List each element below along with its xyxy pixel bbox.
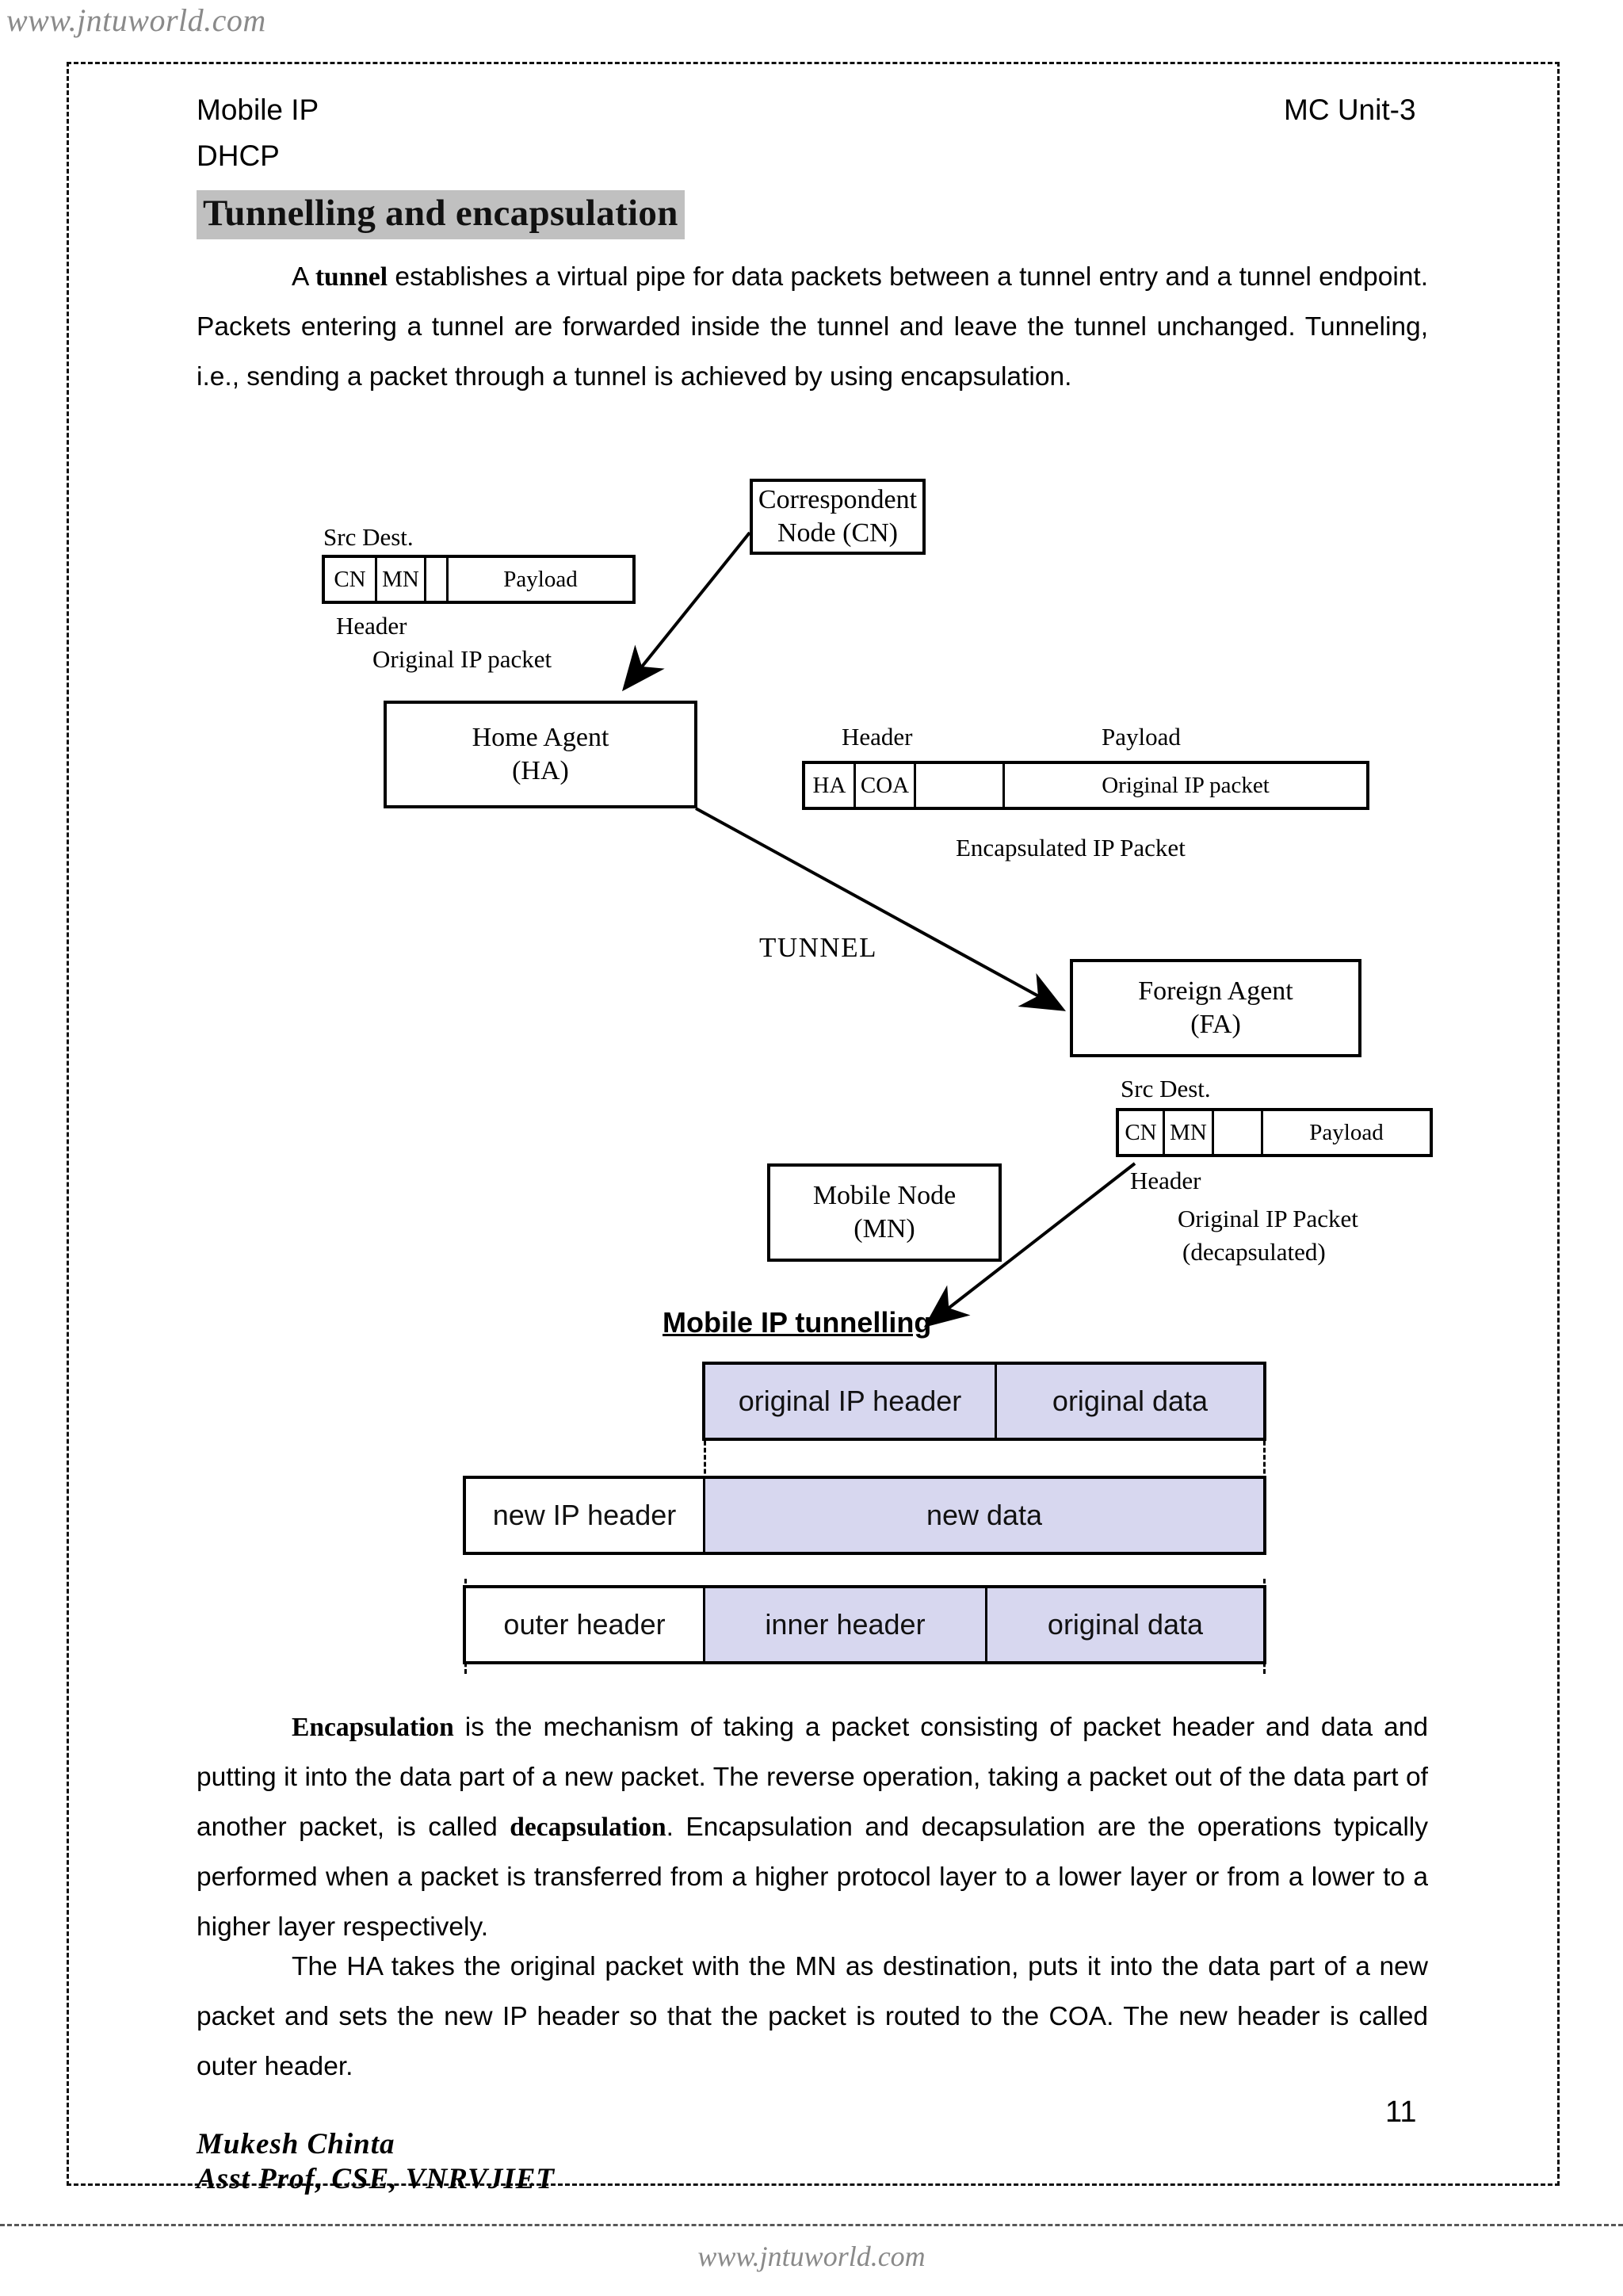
packet-cell-ha: HA	[805, 764, 856, 807]
encapsulated-header-label: Header	[842, 723, 913, 751]
packet-cell-payload: Payload	[503, 566, 578, 592]
encapsulated-packet-caption: Encapsulated IP Packet	[956, 834, 1186, 861]
original-packet-caption: Original IP packet	[372, 645, 552, 673]
signature-name: Mukesh Chinta	[197, 2128, 395, 2160]
encap-cell-outer-header: outer header	[466, 1588, 705, 1661]
header-unit-label: MC Unit-3	[1284, 94, 1416, 126]
encap-cell-new-ip-header: new IP header	[466, 1479, 705, 1552]
signature-role: Asst Prof, CSE, VNRVJIET	[197, 2163, 556, 2195]
node-foreign-agent: Foreign Agent (FA)	[1070, 959, 1361, 1057]
encap-rest-text: . Encapsulation and decapsulation are th…	[197, 1813, 1428, 1942]
packet-encapsulated-ip: HA COA Original IP packet	[802, 761, 1369, 810]
decapsulated-caption-line1: Original IP Packet	[1178, 1205, 1358, 1232]
node-mobile-node: Mobile Node (MN)	[767, 1163, 1002, 1262]
encap-row-original-packet: original IP header original data	[702, 1362, 1266, 1441]
encap-bold-term-1: Encapsulation	[292, 1713, 454, 1742]
packet-cell-payload: Payload	[1309, 1119, 1384, 1145]
decapsulated-caption-line2: (decapsulated)	[1182, 1238, 1326, 1266]
paragraph-tunnel-definition: A tunnel establishes a virtual pipe for …	[197, 252, 1428, 402]
header-title-dhcp: DHCP	[197, 139, 280, 172]
original-packet-header-label: Header	[336, 612, 407, 640]
page-border	[67, 62, 1560, 2186]
guide-left-upper	[704, 1427, 706, 1523]
packet-cell-original: Original IP packet	[1102, 772, 1270, 798]
encap-row-new-packet: new IP header new data	[463, 1476, 1266, 1555]
encap-mid-text: is the mechanism of taking a packet cons…	[197, 1713, 1428, 1842]
packet-cell-spacer	[426, 558, 449, 601]
intro-lead-text: A	[292, 262, 315, 292]
header-title-mobile-ip: Mobile IP	[197, 94, 319, 126]
node-home-agent: Home Agent (HA)	[384, 701, 697, 808]
encap-bold-term-2: decapsulation	[510, 1813, 666, 1842]
original-packet-src-dest-label: Src Dest.	[323, 523, 414, 551]
node-mn-line1: Mobile Node	[812, 1181, 957, 1210]
packet-cell-spacer	[1214, 1111, 1263, 1154]
watermark-bottom: www.jntuworld.com	[697, 2241, 926, 2272]
packet-cell-src: CN	[325, 558, 377, 601]
ha-text: The HA takes the original packet with th…	[197, 1952, 1428, 2081]
encapsulated-payload-label: Payload	[1102, 723, 1181, 751]
encap-cell-original-data: original data	[997, 1365, 1263, 1438]
node-mn-line2: (MN)	[854, 1214, 915, 1244]
intro-rest-text: establishes a virtual pipe for data pack…	[197, 262, 1429, 392]
encap-row-tunnelled-packet: outer header inner header original data	[463, 1585, 1266, 1664]
node-cn-line1: Correspondent	[758, 485, 918, 514]
node-fa-line1: Foreign Agent	[1138, 976, 1293, 1006]
figure2-caption: Mobile IP tunnelling	[663, 1306, 932, 1339]
watermark-top: www.jntuworld.com	[6, 2, 266, 38]
encap-cell-original-ip-header: original IP header	[705, 1365, 997, 1438]
section-title: Tunnelling and encapsulation	[197, 190, 685, 239]
packet-cell-dest: MN	[1165, 1111, 1214, 1154]
encap-cell-new-data: new data	[705, 1479, 1263, 1552]
packet-cell-src: CN	[1119, 1111, 1165, 1154]
footer-divider	[0, 2224, 1623, 2226]
decapsulated-header-label: Header	[1130, 1167, 1201, 1194]
packet-cell-coa: COA	[856, 764, 916, 807]
packet-original-ip: CN MN Payload	[322, 555, 636, 604]
node-cn-line2: Node (CN)	[777, 518, 899, 548]
tunnel-label: TUNNEL	[759, 932, 877, 963]
node-ha-line2: (HA)	[512, 756, 569, 785]
guide-right-upper	[1263, 1427, 1266, 1523]
node-correspondent-node: Correspondent Node (CN)	[750, 479, 926, 555]
packet-cell-dest: MN	[377, 558, 426, 601]
paragraph-encapsulation: Encapsulation is the mechanism of taking…	[197, 1702, 1428, 1952]
node-ha-line1: Home Agent	[472, 723, 609, 752]
packet-decapsulated-ip: CN MN Payload	[1116, 1108, 1433, 1157]
intro-bold-term: tunnel	[315, 262, 388, 292]
packet-cell-spacer	[916, 764, 1005, 807]
decapsulated-src-dest-label: Src Dest.	[1121, 1075, 1211, 1102]
encap-cell-inner-header: inner header	[705, 1588, 987, 1661]
page-number: 11	[1385, 2095, 1417, 2129]
paragraph-ha-outer-header: The HA takes the original packet with th…	[197, 1942, 1428, 2092]
encap-cell-original-data: original data	[987, 1588, 1263, 1661]
node-fa-line2: (FA)	[1190, 1010, 1241, 1039]
